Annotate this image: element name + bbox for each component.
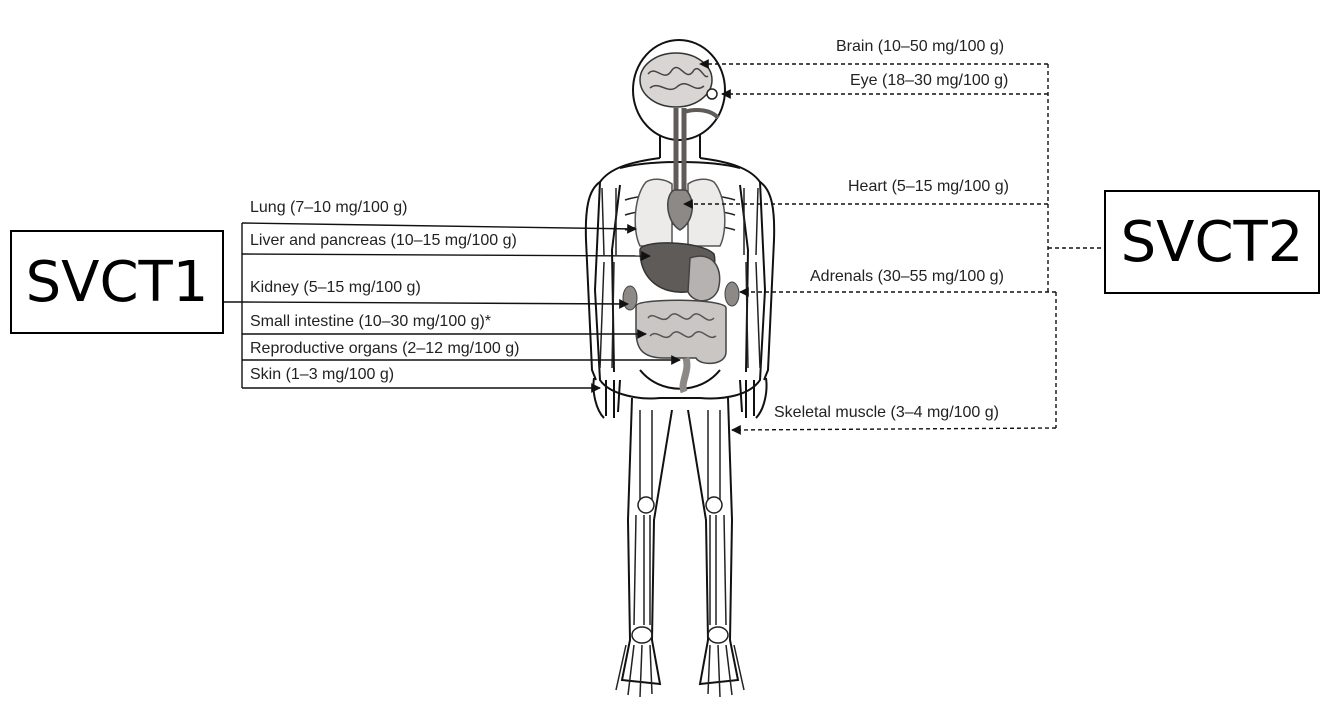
label-skeletal-muscle: Skeletal muscle (3–4 mg/100 g): [774, 404, 999, 422]
eye-organ: [707, 89, 717, 99]
label-lung: Lung (7–10 mg/100 g): [250, 199, 407, 217]
label-eye: Eye (18–30 mg/100 g): [850, 72, 1008, 90]
brain-organ: [640, 53, 712, 107]
label-kidney: Kidney (5–15 mg/100 g): [250, 279, 421, 297]
body-outline: [586, 40, 774, 684]
label-heart: Heart (5–15 mg/100 g): [848, 178, 1009, 196]
stomach-organ: [688, 256, 720, 301]
svct2-box: SVCT2: [1104, 190, 1320, 294]
label-liver-pancreas: Liver and pancreas (10–15 mg/100 g): [250, 232, 517, 250]
kidney-organ: [623, 286, 637, 310]
label-small-intestine: Small intestine (10–30 mg/100 g)*: [250, 313, 491, 331]
label-brain: Brain (10–50 mg/100 g): [836, 38, 1004, 56]
label-skin: Skin (1–3 mg/100 g): [250, 366, 394, 384]
label-reproductive-organs: Reproductive organs (2–12 mg/100 g): [250, 340, 520, 358]
adrenal-organ: [725, 282, 739, 306]
svct1-box: SVCT1: [10, 230, 224, 334]
label-adrenals: Adrenals (30–55 mg/100 g): [810, 268, 1004, 286]
